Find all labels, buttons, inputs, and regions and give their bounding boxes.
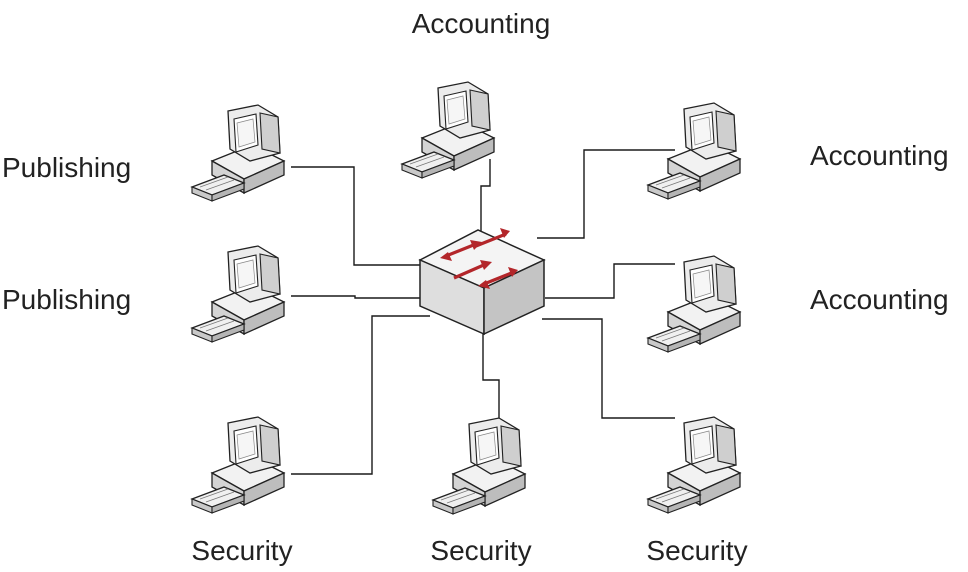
link-bottom-center xyxy=(482,332,500,420)
connection-lines xyxy=(291,149,675,475)
link-right-mid xyxy=(545,263,675,299)
link-bottom-right xyxy=(542,318,675,419)
network-switch-icon xyxy=(418,228,546,336)
label-right-mid: Accounting xyxy=(810,284,949,315)
computer-icon xyxy=(191,245,285,343)
computer-icon xyxy=(647,416,741,514)
computer-icon xyxy=(647,255,741,353)
link-right-top xyxy=(537,149,675,239)
label-left-top: Publishing xyxy=(2,152,132,183)
label-right-top: Accounting xyxy=(810,140,949,171)
link-left-mid xyxy=(291,295,420,299)
label-bottom-center: Security xyxy=(430,535,532,566)
label-top-center: Accounting xyxy=(411,8,551,39)
link-left-top xyxy=(291,166,420,266)
label-bottom-left: Security xyxy=(191,535,293,566)
link-bottom-left xyxy=(291,315,430,475)
computer-icon xyxy=(432,417,526,515)
label-bottom-right: Security xyxy=(646,535,748,566)
computer-icon xyxy=(191,416,285,514)
computer-icon xyxy=(647,102,741,200)
switch-arrows-icon xyxy=(440,228,518,289)
label-left-mid: Publishing xyxy=(2,284,132,315)
link-top-center xyxy=(480,159,491,240)
computer-icon xyxy=(191,104,285,202)
computer-icon xyxy=(401,81,495,179)
